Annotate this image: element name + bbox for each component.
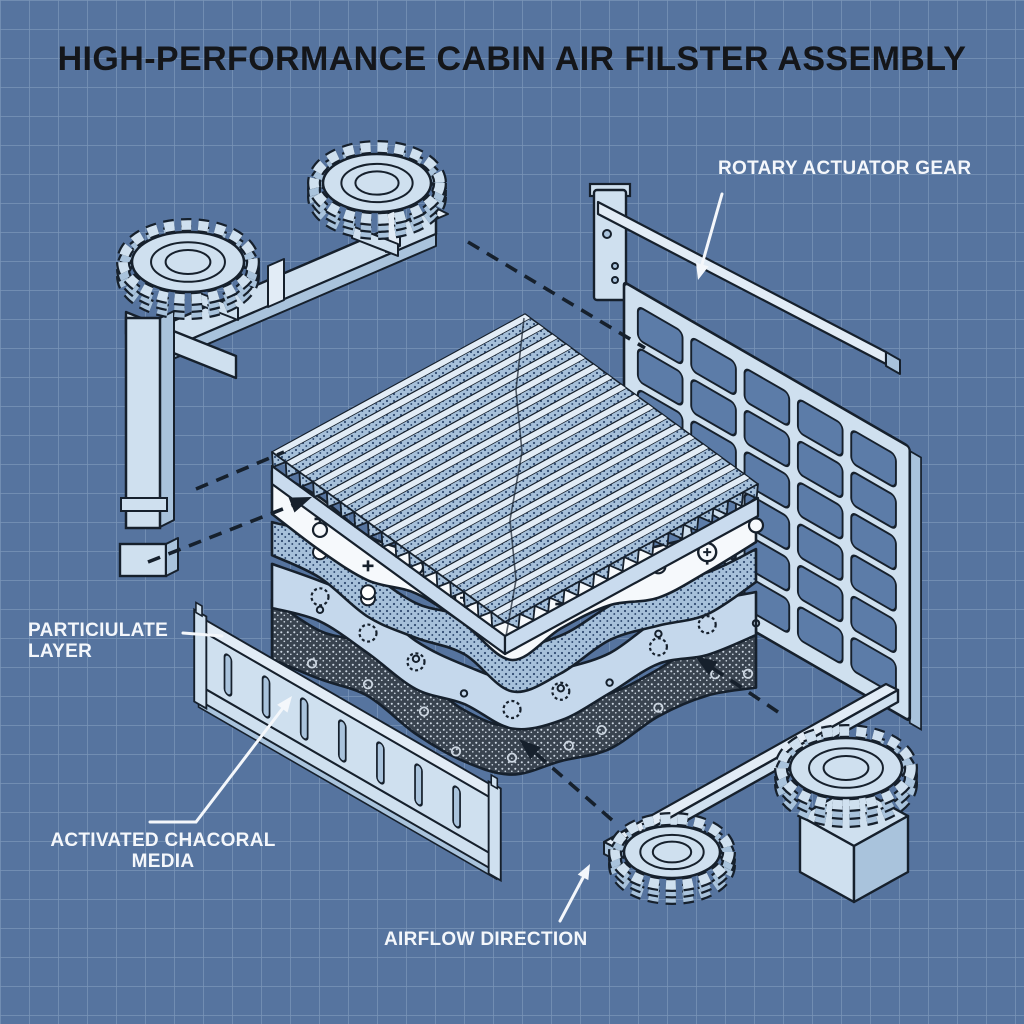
- label-text: ROTARY ACTUATOR GEAR: [718, 158, 972, 179]
- label-arrow-icon: [148, 702, 288, 824]
- label-rotary-actuator-gear: ROTARY ACTUATOR GEAR: [718, 158, 971, 179]
- label-text: LAYER: [28, 641, 93, 663]
- gear-icon: [608, 812, 736, 905]
- rotary-actuator-assembly: [602, 682, 918, 905]
- gear-motor-box: [798, 784, 910, 904]
- label-arrow-icon: [699, 192, 724, 270]
- panel-top-rail: [596, 200, 901, 375]
- dashed-arrow-icon: [147, 501, 299, 564]
- label-text: AIRFLOW DIRECTION: [384, 929, 588, 950]
- label-text: ACTIVATED CHACORAL: [50, 830, 276, 851]
- dashed-arrow-icon: [467, 240, 646, 350]
- gear-icon: [774, 724, 918, 828]
- label-text: PARTICIULATE: [28, 620, 169, 641]
- label-particulate-layer: PARTICIULATE LAYER: [28, 620, 168, 663]
- flow-arrows: [147, 192, 780, 923]
- exploded-filter-stack: [270, 313, 765, 776]
- dashed-arrow-icon: [706, 663, 780, 714]
- label-arrow-icon: [558, 872, 587, 923]
- pleated-filter-icon: [270, 313, 760, 656]
- label-text: MEDIA: [131, 851, 195, 873]
- dashed-arrow-icon: [195, 450, 285, 491]
- label-airflow-direction: AIRFLOW DIRECTION: [384, 929, 588, 950]
- gear-icon: [116, 218, 260, 320]
- support-scrim-layer: [270, 562, 761, 731]
- frame-rail-icon: [193, 601, 502, 883]
- label-arrow-icon: [181, 631, 224, 638]
- label-activated-charcoal-media: ACTIVATED CHACORAL MEDIA: [38, 830, 288, 873]
- top-left-gear-rail: [116, 140, 449, 578]
- gear-icon: [307, 140, 447, 240]
- page-title: HIGH-PERFORMANCE CABIN AIR FILSTER ASSEM…: [57, 40, 967, 78]
- dashed-arrow-icon: [530, 748, 614, 822]
